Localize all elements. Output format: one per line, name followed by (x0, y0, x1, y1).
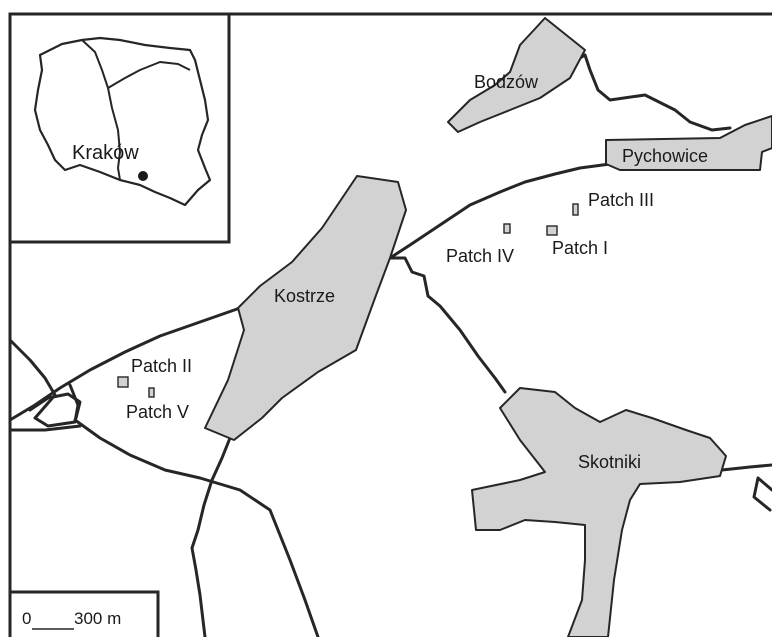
krakow-location-marker (138, 171, 148, 181)
road-west (8, 306, 242, 422)
settlement-areas (204, 17, 772, 637)
road-interchange-south (8, 424, 82, 432)
settlement-labels: Bodzów Pychowice Kostrze Skotniki (274, 72, 708, 472)
patch-label-iii: Patch III (588, 190, 654, 210)
settlement-area-bodzow (447, 17, 586, 133)
patch-label-i: Patch I (552, 238, 608, 258)
inset-city-label: Kraków (72, 142, 139, 164)
road-kostrze-center (388, 256, 507, 394)
settlement-area-kostrze (204, 175, 407, 441)
settlement-area-pychowice (605, 115, 772, 171)
road-skotniki-east (720, 463, 772, 472)
road-east-edge (752, 476, 772, 512)
patch-labels: Patch I Patch II Patch III Patch IV Patc… (126, 190, 654, 422)
road-bodzow-pychowice (583, 53, 732, 132)
road-south-west (190, 436, 232, 637)
road-southeast (73, 418, 320, 637)
inset-map: Kraków (8, 12, 231, 244)
poland-outline-icon (33, 36, 212, 207)
patch-marker-ii (117, 376, 129, 388)
settlement-label-kostrze: Kostrze (274, 286, 335, 306)
patch-marker-i (546, 225, 558, 236)
patch-label-iv: Patch IV (446, 246, 514, 266)
settlement-label-pychowice: Pychowice (622, 146, 708, 166)
settlement-label-skotniki: Skotniki (578, 452, 641, 472)
patch-label-ii: Patch II (131, 356, 192, 376)
scale-bar: 0 300 m (8, 590, 160, 637)
road-interchange-loop (28, 392, 82, 420)
settlement-label-bodzow: Bodzów (474, 72, 539, 92)
road-network (8, 53, 772, 637)
study-patches (117, 203, 579, 398)
patch-marker-iv (503, 223, 511, 234)
road-northeast (388, 162, 612, 260)
scale-distance-label: 300 m (74, 609, 121, 628)
patch-marker-iii (572, 203, 579, 216)
scale-zero-label: 0 (22, 609, 31, 628)
settlement-area-skotniki (471, 387, 727, 637)
inset-frame (8, 12, 231, 244)
patch-label-v: Patch V (126, 402, 189, 422)
patch-marker-v (148, 387, 155, 398)
